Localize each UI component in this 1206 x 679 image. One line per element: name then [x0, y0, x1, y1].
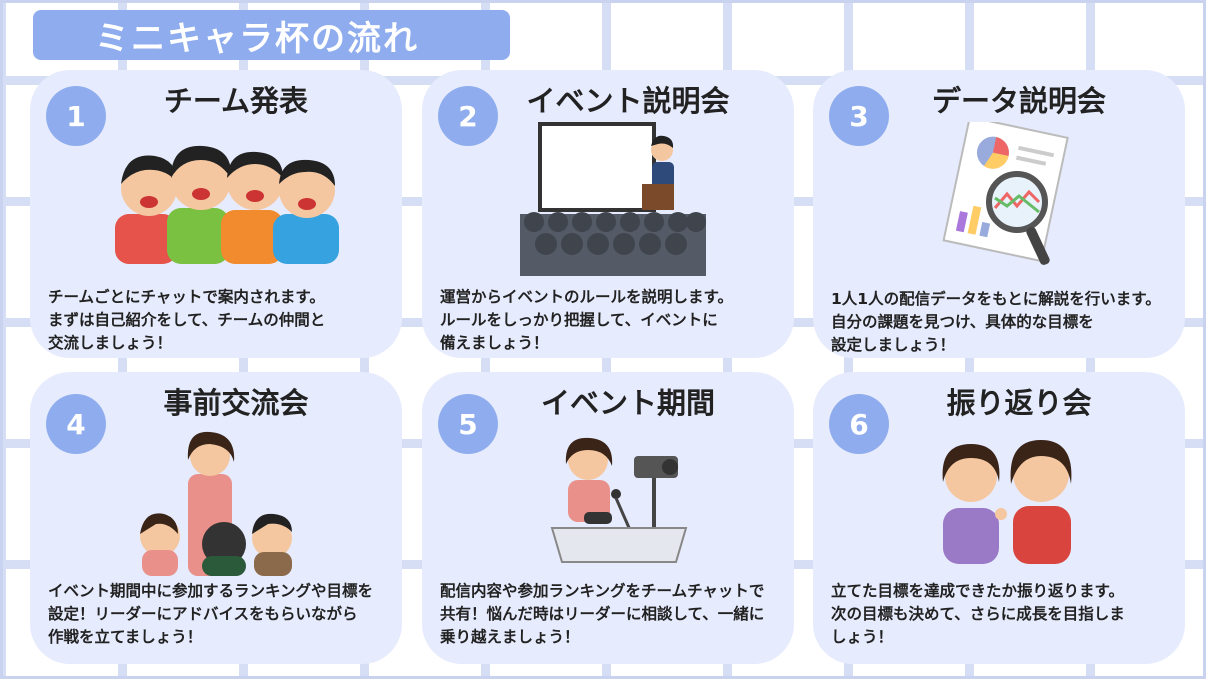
step-description: 立てた目標を達成できたか振り返ります。 次の目標も決めて、さらに成長を目指しま …	[831, 582, 1125, 646]
step-heading: データ説明会	[931, 84, 1106, 118]
step-heading: チーム発表	[163, 84, 309, 118]
step-card-3: 3 データ説明会 1人1人の配信データをもとに解説を行います。 自分の課題を見つ…	[813, 70, 1185, 358]
step-description: 1人1人の配信データをもとに解説を行います。 自分の課題を見つけ、具体的な目標を…	[831, 290, 1161, 354]
step-card-6: 6 振り返り会 立てた目標を達成できたか振り返ります。 次の目標も決めて、さらに…	[813, 372, 1185, 664]
live-streaming-illustration	[550, 437, 688, 563]
step-number-badge: 2	[438, 86, 498, 146]
pre-meeting-illustration	[140, 431, 292, 576]
data-analysis-illustration	[942, 122, 1069, 265]
step-card-1: 1 チーム発表 チームごとにチャットで案内されます。 まずは自己紹介をして、チー…	[30, 70, 402, 358]
step-description: イベント期間中に参加するランキングや目標を 設定！リーダーにアドバイスをもらいな…	[48, 582, 374, 646]
step-description: チームごとにチャットで案内されます。 まずは自己紹介をして、チームの仲間と 交流…	[48, 288, 326, 352]
step-card-5: 5 イベント期間 配信内容や参加ランキングをチームチャットで 共有！悩んだ時はリ…	[422, 372, 794, 664]
step-number-badge: 3	[829, 86, 889, 146]
step-number-badge: 6	[829, 394, 889, 454]
step-heading: 事前交流会	[163, 386, 309, 420]
page-title: ミニキャラ杯の流れ	[95, 18, 419, 59]
presentation-seminar-illustration	[520, 122, 706, 276]
step-description: 配信内容や参加ランキングをチームチャットで 共有！悩んだ時はリーダーに相談して、…	[440, 582, 765, 646]
step-card-2: 2 イベント説明会 運営からイベントのルールを説明します。 ルールをしっかり把握…	[422, 70, 794, 358]
step-number-badge: 4	[46, 394, 106, 454]
step-number-badge: 5	[438, 394, 498, 454]
team-friends-illustration	[115, 145, 339, 264]
step-number-badge: 1	[46, 86, 106, 146]
step-heading: イベント説明会	[526, 84, 730, 118]
step-card-4: 4 事前交流会 イベント期間中に参加するランキングや目標を 設定！リーダーにアド…	[30, 372, 402, 664]
review-meeting-illustration	[942, 440, 1072, 564]
step-description: 運営からイベントのルールを説明します。 ルールをしっかり把握して、イベントに 備…	[440, 288, 733, 352]
title-banner: ミニキャラ杯の流れ	[33, 10, 510, 60]
step-heading: イベント期間	[540, 386, 715, 420]
step-heading: 振り返り会	[946, 386, 1092, 420]
